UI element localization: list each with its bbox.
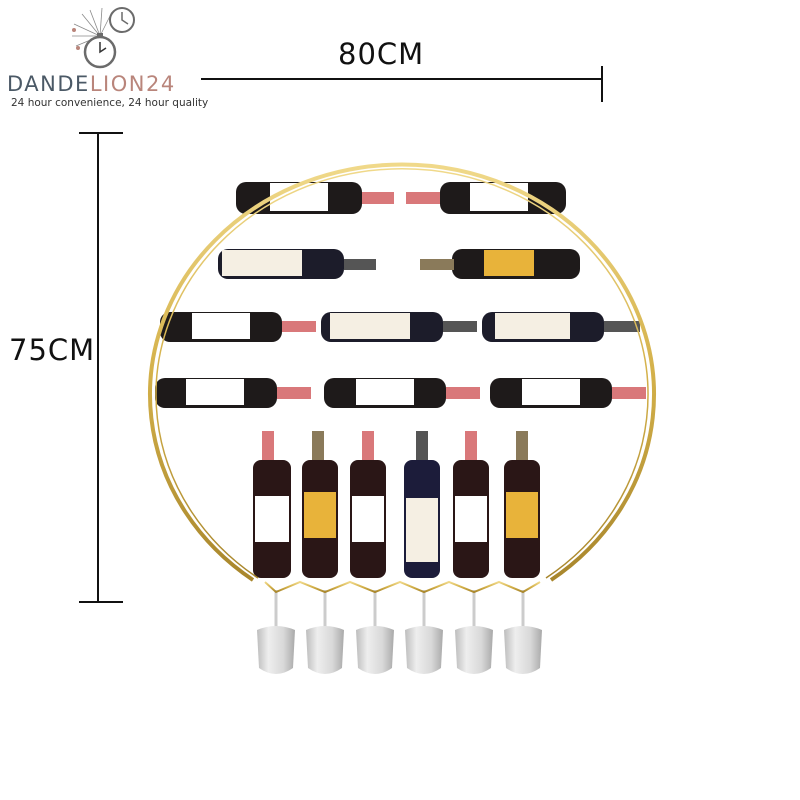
width-dimension-line	[201, 78, 602, 80]
height-dimension-label: 75CM	[9, 333, 96, 367]
gold-frame	[148, 162, 656, 594]
brand-logo: DANDELION24 24 hour convenience, 24 hour…	[0, 0, 220, 120]
bottle-row-4	[155, 378, 646, 408]
bottle-row-2	[218, 249, 580, 279]
upright-bottles	[253, 431, 540, 578]
hanging-glasses	[257, 590, 542, 674]
brand-name-part1: DANDE	[7, 72, 90, 96]
height-dimension-bottom-tick	[79, 601, 123, 603]
width-dimension-label: 80CM	[338, 37, 425, 71]
dandelion-clock-icon	[72, 7, 135, 69]
brand-tagline: 24 hour convenience, 24 hour quality	[11, 97, 209, 109]
bottle-row-3	[160, 312, 640, 342]
width-dimension-tick	[601, 66, 603, 102]
height-dimension-top-tick	[79, 132, 123, 134]
brand-name-part2: LION24	[89, 72, 176, 96]
height-dimension-line	[97, 133, 99, 603]
brand-name: DANDELION24	[7, 72, 176, 96]
